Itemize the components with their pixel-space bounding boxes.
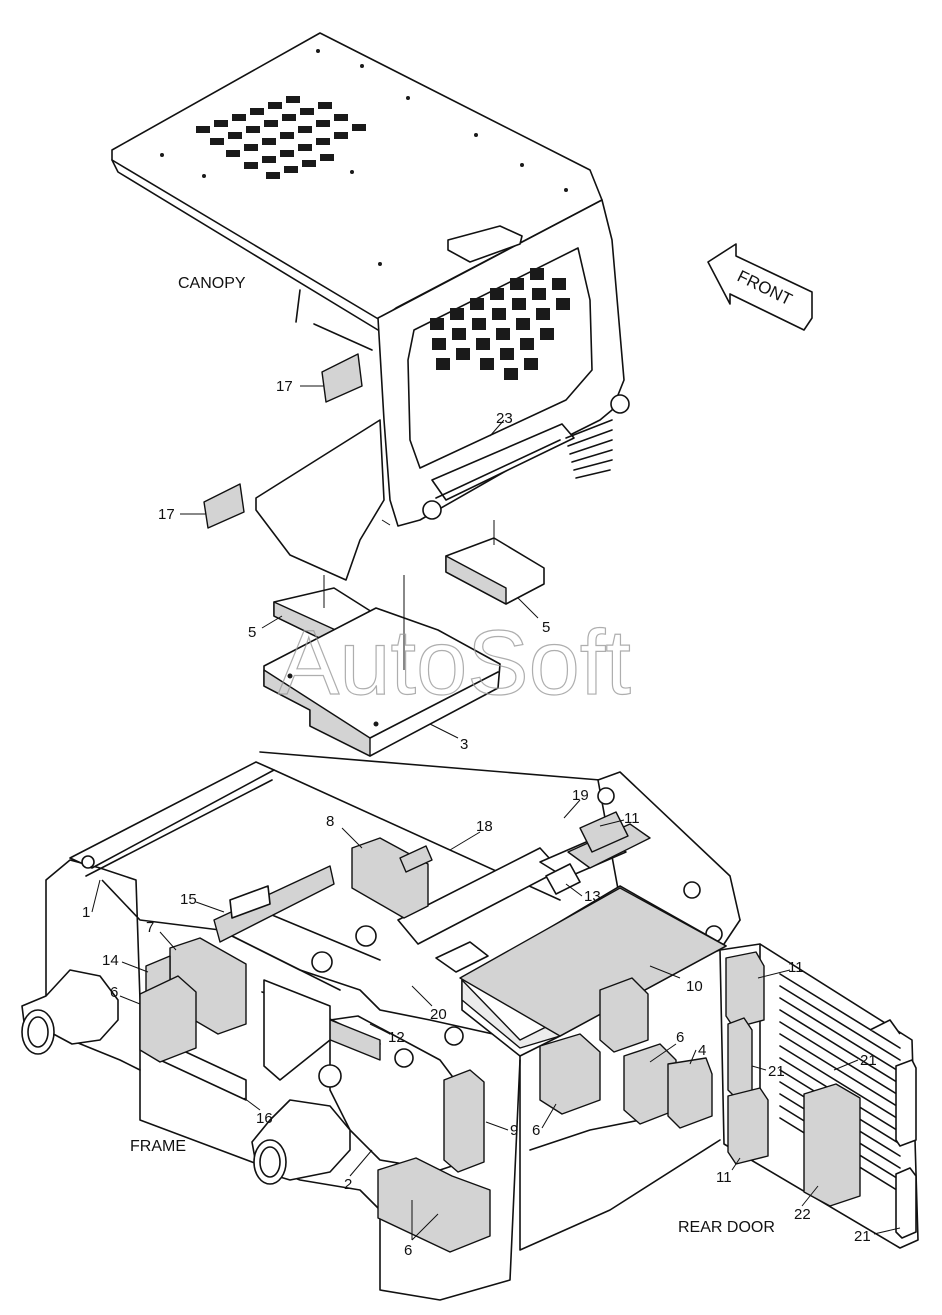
frame-pads <box>139 811 727 1253</box>
pad-5-right <box>445 537 545 605</box>
label-frame: FRAME <box>130 1138 186 1155</box>
callout-21-door-bottom: 21 <box>854 1228 871 1245</box>
callout-4: 4 <box>698 1042 706 1059</box>
callout-6-right: 6 <box>676 1029 684 1046</box>
callout-21-door-right: 21 <box>860 1052 877 1069</box>
callout-6-left: 6 <box>110 984 118 1001</box>
callout-16: 16 <box>256 1110 273 1127</box>
callout-5-right: 5 <box>542 619 550 636</box>
pad-15 <box>213 865 335 943</box>
callout-15: 15 <box>180 891 197 908</box>
callout-11-top: 11 <box>624 810 640 827</box>
callout-19: 19 <box>572 787 589 804</box>
callout-11-door-bottom: 11 <box>716 1169 732 1186</box>
front-direction-arrow: FRONT <box>707 243 813 331</box>
callout-13: 13 <box>584 888 601 905</box>
label-rear-door: REAR DOOR <box>678 1219 775 1236</box>
watermark: AutoSoft <box>278 612 631 714</box>
callout-22: 22 <box>794 1206 811 1223</box>
pad-22 <box>803 1083 861 1207</box>
pad-10 <box>459 887 727 1037</box>
callout-6-bottom: 6 <box>404 1242 412 1259</box>
callout-17-upper: 17 <box>276 378 293 395</box>
pad-6-left <box>139 975 197 1063</box>
callout-9: 9 <box>510 1122 518 1139</box>
callout-12: 12 <box>388 1029 405 1046</box>
leader-lines <box>91 385 901 1241</box>
callouts: 17 17 23 5 5 3 19 18 11 8 1 15 13 7 14 1… <box>82 378 877 1259</box>
pad-9 <box>443 1069 485 1173</box>
center-axle-tube <box>251 1099 351 1185</box>
pad-4 <box>667 1057 713 1129</box>
callout-14: 14 <box>102 952 119 969</box>
callout-11-door-top: 11 <box>788 959 804 976</box>
callout-20: 20 <box>430 1006 447 1023</box>
callout-5-left: 5 <box>248 624 256 641</box>
pad-17-upper <box>321 353 363 403</box>
callout-23: 23 <box>496 410 513 427</box>
callout-18: 18 <box>476 818 493 835</box>
roof-perforations <box>196 96 366 179</box>
floor-mat-3 <box>263 607 501 757</box>
pad-6-center <box>539 1033 601 1115</box>
pad-21-door-mid <box>727 1017 753 1099</box>
canopy-assembly <box>111 32 630 581</box>
callout-10: 10 <box>686 978 703 995</box>
pad-11-door-bottom <box>727 1087 769 1165</box>
callout-3: 3 <box>460 736 468 753</box>
callout-1: 1 <box>82 904 90 921</box>
pad-17-lower <box>203 483 245 529</box>
left-axle-tube <box>21 969 119 1055</box>
canopy-front-grid <box>430 268 570 380</box>
pad-11-door-top <box>725 951 765 1029</box>
roof-rivets <box>160 49 568 266</box>
callout-2: 2 <box>344 1176 352 1193</box>
callout-8: 8 <box>326 813 334 830</box>
callout-17-lower: 17 <box>158 506 175 523</box>
callout-21-door-mid: 21 <box>768 1063 785 1080</box>
canopy-side-grille <box>565 419 613 479</box>
callout-6-center: 6 <box>532 1122 540 1139</box>
callout-7: 7 <box>146 919 154 936</box>
rear-door <box>719 943 919 1249</box>
pad-6-bottom <box>377 1157 491 1253</box>
label-canopy: CANOPY <box>178 275 246 292</box>
